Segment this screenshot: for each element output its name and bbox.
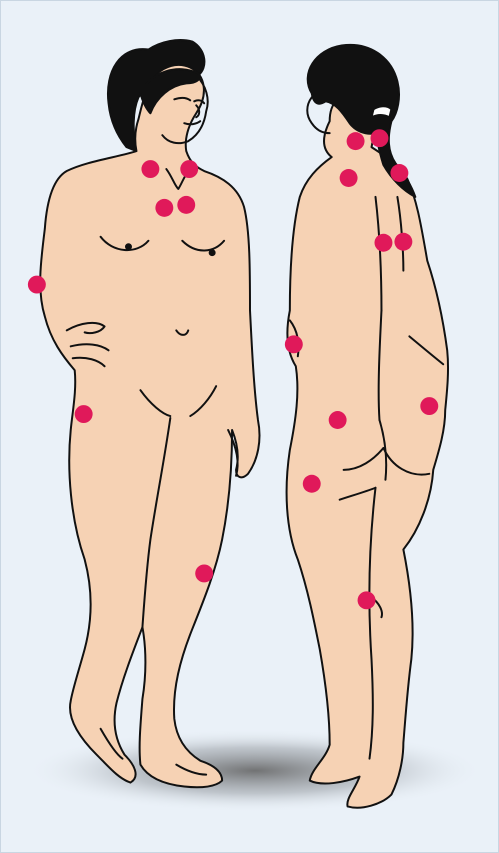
tender-point-front-neck-right <box>180 160 198 178</box>
tender-point-front-chest-right <box>177 196 195 214</box>
front-figure <box>40 40 259 787</box>
tender-point-back-knee <box>358 591 376 609</box>
tender-point-back-shoulder-left <box>340 169 358 187</box>
tender-point-back-shoulder-right <box>390 164 408 182</box>
hair-tie <box>372 106 392 117</box>
tender-point-front-neck-left <box>141 160 159 178</box>
tender-point-back-outer-hip <box>420 397 438 415</box>
tender-point-front-elbow <box>28 276 46 294</box>
tender-point-front-knee <box>195 564 213 582</box>
tender-point-back-upper-neck-right <box>371 129 389 147</box>
back-figure <box>287 45 448 808</box>
tender-point-front-hip <box>75 405 93 423</box>
back-body <box>287 97 448 808</box>
tender-point-back-elbow <box>285 335 303 353</box>
tender-point-back-upper-back-right <box>394 233 412 251</box>
tender-point-back-upper-thigh <box>303 475 321 493</box>
tender-point-back-buttock <box>329 411 347 429</box>
tender-point-front-chest-left <box>155 199 173 217</box>
tender-point-back-upper-neck-left <box>347 132 365 150</box>
tender-point-back-upper-back-left <box>374 234 392 252</box>
